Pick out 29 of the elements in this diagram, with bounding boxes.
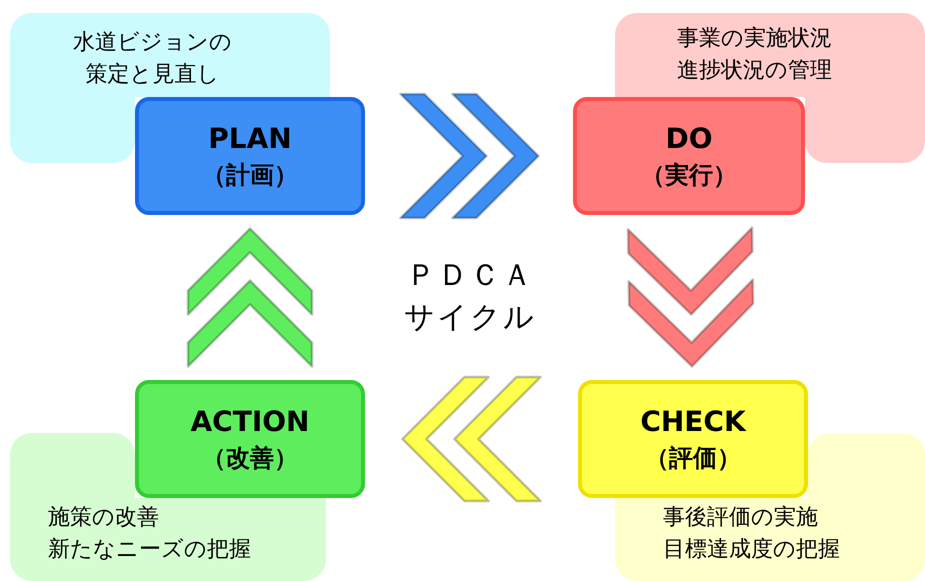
phase-title: CHECK (640, 404, 746, 440)
phase-title: DO (665, 121, 713, 157)
phase-box (135, 97, 365, 215)
phase-title: PLAN (208, 121, 292, 157)
phase-box (135, 380, 365, 498)
chevron-arrow (401, 376, 542, 502)
note-text: 目標達成度の把握 (663, 536, 840, 564)
phase-subtitle: （評価） (645, 443, 741, 474)
phase-title: ACTION (190, 404, 310, 440)
chevron-arrow (399, 92, 540, 220)
note-text: 進捗状況の管理 (677, 57, 832, 85)
note-panel (10, 13, 330, 97)
phase-subtitle: （実行） (641, 160, 737, 191)
phase-box (573, 97, 805, 215)
note-text: 施策の改善 (48, 504, 159, 532)
phase-subtitle: （計画） (202, 160, 298, 191)
chevron-arrow (186, 227, 314, 368)
cycle-title: ＰＤＣＡ (406, 257, 534, 295)
note-panel (615, 498, 925, 581)
note-text: 事業の実施状況 (677, 25, 832, 53)
cycle-title: サイクル (404, 299, 536, 337)
phase-box (578, 380, 808, 498)
note-panel (615, 13, 925, 97)
note-panel (10, 498, 326, 581)
note-text: 新たなニーズの把握 (48, 536, 251, 564)
chevron-arrow (626, 226, 754, 368)
note-text: 水道ビジョンの策定と見直し (72, 29, 233, 89)
note-text: 事後評価の実施 (663, 504, 818, 532)
phase-subtitle: （改善） (202, 443, 298, 474)
